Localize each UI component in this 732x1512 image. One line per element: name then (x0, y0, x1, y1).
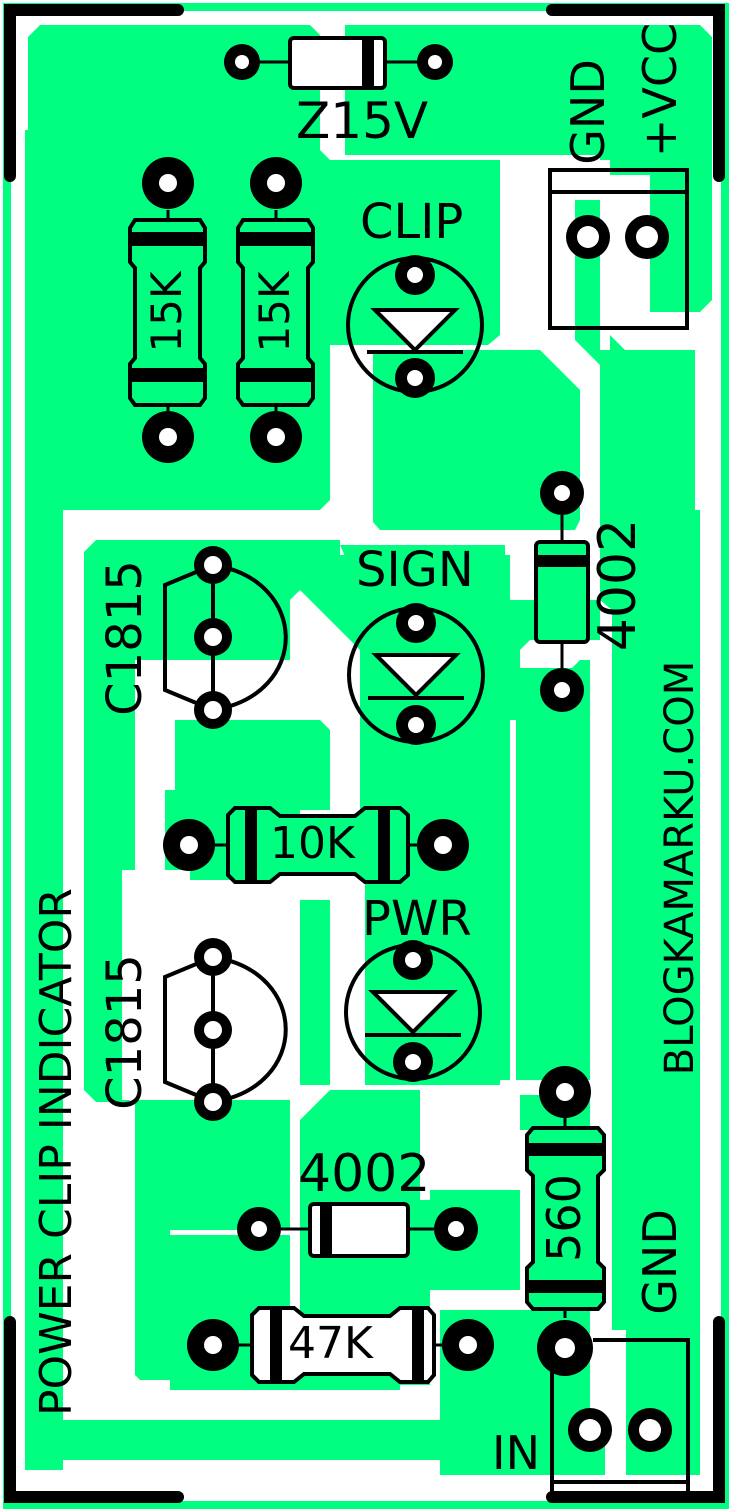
led-sign (347, 603, 485, 745)
copper-outline (3, 3, 729, 1509)
label-conn-power-gnd: GND (561, 59, 615, 165)
label-led-pwr: PWR (362, 891, 472, 947)
board-title: POWER CLIP INDICATOR (31, 888, 82, 1416)
resistor-15k-2 (236, 157, 315, 463)
label-led-clip: CLIP (360, 194, 464, 250)
zener-diode-z15v (224, 36, 453, 90)
label-d1: 4002 (588, 518, 648, 652)
resistor-560 (525, 1066, 606, 1318)
terminal-block-power (548, 168, 689, 330)
label-q1: C1815 (97, 560, 153, 716)
label-q2: C1815 (97, 954, 153, 1110)
led-clip (346, 255, 484, 398)
transistor-c1815-2 (163, 938, 288, 1121)
label-conn-power-vcc: +VCC (633, 22, 687, 158)
diode-4002-horizontal (237, 1202, 478, 1258)
board-website: BLOGKAMARKU.COM (657, 660, 703, 1076)
label-led-sign: SIGN (356, 542, 474, 598)
label-conn-input-gnd: GND (633, 1209, 687, 1315)
isolation-gaps (63, 160, 612, 1440)
label-r1: 15K (142, 271, 191, 353)
diode-4002-vertical (534, 471, 590, 712)
label-r2: 15K (250, 271, 299, 353)
terminal-block-input (537, 1320, 690, 1497)
label-r3: 10K (270, 818, 355, 869)
led-pwr (344, 940, 482, 1082)
label-d2: 4002 (298, 1144, 431, 1204)
label-conn-input-in: IN (492, 1426, 540, 1480)
resistor-10k (163, 806, 469, 884)
resistor-15k-1 (128, 157, 207, 463)
label-r4: 47K (288, 1318, 373, 1369)
label-r5: 560 (537, 1174, 591, 1262)
transistor-c1815-1 (163, 546, 288, 729)
label-zener: Z15V (296, 92, 429, 150)
resistor-47k (187, 1306, 494, 1384)
